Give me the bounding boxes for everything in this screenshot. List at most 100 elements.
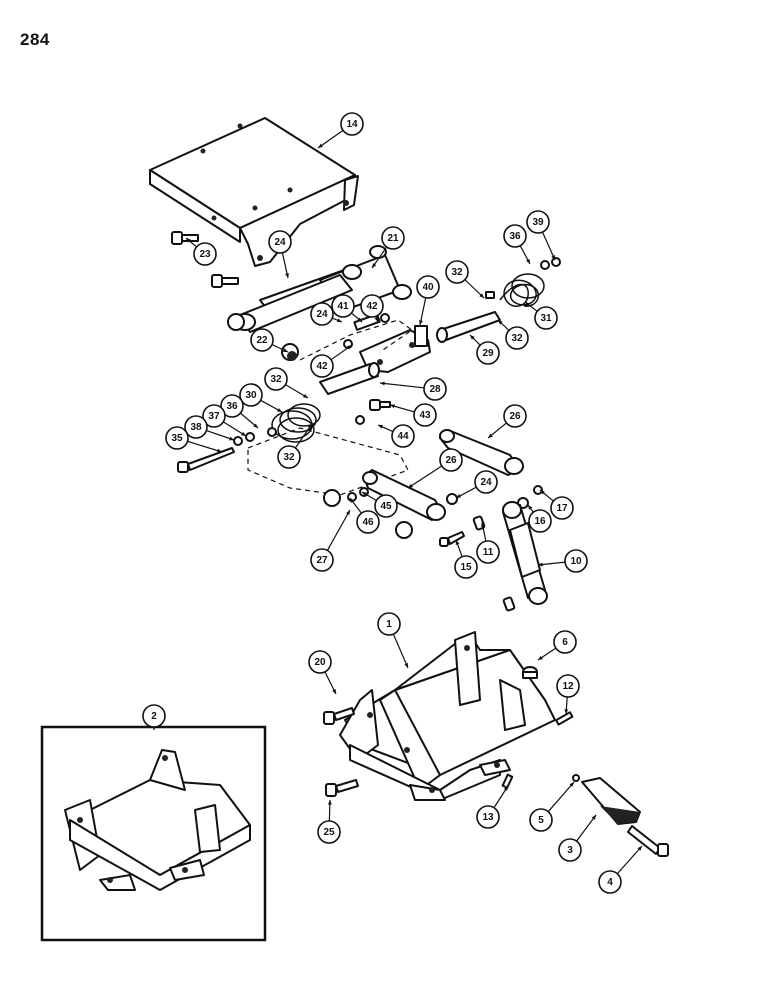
leader-arrowhead [455,540,460,545]
callout-22: 22 [250,328,289,353]
leader-line [407,465,443,489]
callout-45: 45 [361,491,398,518]
callout-31: 31 [524,301,558,330]
callout-number: 46 [362,517,374,528]
leader-arrowhead [374,317,379,322]
callout-44: 44 [377,424,415,448]
callout-circle [308,650,332,674]
callout-number: 11 [483,547,494,558]
callout-number: 38 [190,422,202,433]
callout-number: 42 [316,361,328,372]
washers-42 [343,313,390,349]
callout-circle [476,341,500,365]
callout-number: 24 [274,237,286,248]
leader-arrowhead [470,335,475,340]
pin-32 [485,291,495,299]
callout-circle [250,328,274,352]
spring-31 [499,273,545,307]
leader-arrowhead [525,302,530,307]
callout-6: 6 [537,630,577,661]
callout-5: 5 [529,781,575,832]
callout-24: 24 [268,230,292,279]
callout-circle [505,326,529,350]
leader-arrowhead [372,263,377,268]
callout-29: 29 [469,334,500,365]
callout-30: 30 [239,383,283,413]
callout-circle [553,630,577,654]
callout-4: 4 [598,845,643,894]
leader-arrowhead [217,448,222,453]
leader-arrowhead [346,510,350,515]
leader-arrowhead [480,522,485,527]
callout-circle [239,383,263,407]
nut-39 [551,257,561,267]
callout-circle [476,805,500,829]
callout-number: 3 [567,845,573,856]
callout-number: 35 [171,433,183,444]
leader-arrowhead [564,709,569,714]
callout-35: 35 [165,426,223,453]
callout-1: 1 [377,612,409,669]
callout-number: 31 [540,313,552,324]
callout-number: 26 [445,455,457,466]
base-frame-2 [64,749,251,891]
callout-36: 36 [220,394,259,429]
callout-circle [331,294,355,318]
leader-arrowhead [390,404,395,409]
pin-12 [555,711,574,726]
leader-arrowhead [347,345,352,350]
callout-number: 41 [337,301,349,312]
shaft-29 [436,311,501,343]
callout-37: 37 [202,404,247,437]
callout-number: 36 [509,231,521,242]
callout-11: 11 [476,521,500,564]
callout-number: 5 [538,815,544,826]
page-number: 284 [20,30,50,49]
callout-39: 39 [526,210,556,261]
callout-38: 38 [184,415,235,441]
callout-number: 16 [534,516,546,527]
leader-arrowhead [283,348,288,352]
leader-arrowhead [350,498,355,503]
callout-number: 24 [316,309,328,320]
callout-21: 21 [371,226,405,269]
callout-number: 42 [366,301,378,312]
callout-circle [528,509,552,533]
callout-circle [503,404,527,428]
callout-12: 12 [556,674,580,715]
callout-number: 23 [199,249,211,260]
leader-arrowhead [419,320,423,325]
callout-circle [193,242,217,266]
callout-number: 36 [226,401,238,412]
callout-number: 15 [460,562,472,573]
washer-37 [233,436,243,446]
leader-arrowhead [241,431,246,436]
callout-32: 32 [445,260,485,299]
callout-circle [439,448,463,472]
callout-circle [413,403,437,427]
leader-arrowhead [357,317,362,322]
shock-absorber-10 [502,501,548,605]
leader-arrowhead [327,800,332,805]
callout-42: 42 [310,344,353,378]
leader-line [616,845,643,875]
leader-arrowhead [186,238,191,243]
callout-number: 40 [422,282,434,293]
callout-number: 37 [208,411,220,422]
link-26-lower [362,469,446,521]
link-26-upper [439,429,524,476]
plug-6 [522,666,538,679]
leader-arrowhead [362,492,367,497]
callout-circle [310,354,334,378]
callout-number: 20 [314,657,326,668]
callout-number: 12 [562,681,574,692]
callout-circle [310,548,334,572]
leader-arrowhead [528,505,533,510]
tube-28 [319,362,380,395]
leader-arrowhead [378,425,383,429]
callout-number: 39 [532,217,544,228]
dashed-outline-upper [299,319,414,361]
callout-23: 23 [185,237,217,266]
callout-number: 25 [323,827,335,838]
callout-16: 16 [527,504,552,533]
